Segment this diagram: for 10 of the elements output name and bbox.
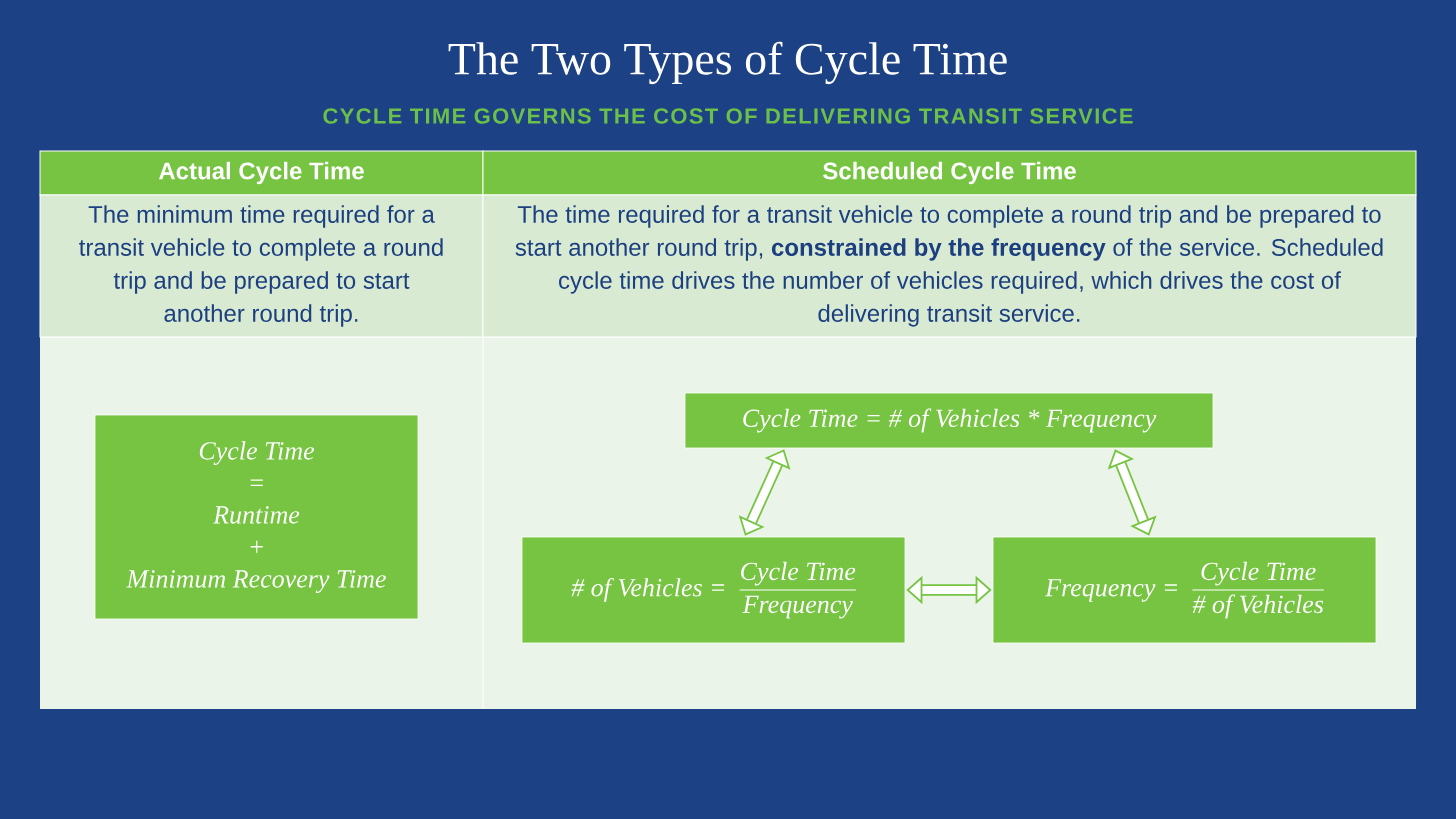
subtitle: CYCLE TIME GOVERNS THE COST OF DELIVERING TRANSIT SERVICE	[323, 108, 1133, 124]
double-arrow	[906, 575, 992, 605]
formula-box: Frequency = Cycle Time # of Vehicles	[992, 536, 1377, 644]
description-cell: The minimum time required for a transit vehicle to complete a round trip and be prepared to start another round trip.	[39, 194, 484, 338]
header-cell: Actual Cycle Time	[39, 150, 484, 196]
formula-box: # of Vehicles = Cycle Time Frequency	[521, 536, 906, 644]
formula-box: Cycle Time = Runtime + Minimum Recovery Time	[94, 414, 419, 620]
title: The Two Types of Cycle Time	[448, 41, 1007, 85]
formula-box: Cycle Time = # of Vehicles * Frequency	[684, 392, 1214, 449]
double-arrow	[1107, 449, 1157, 536]
